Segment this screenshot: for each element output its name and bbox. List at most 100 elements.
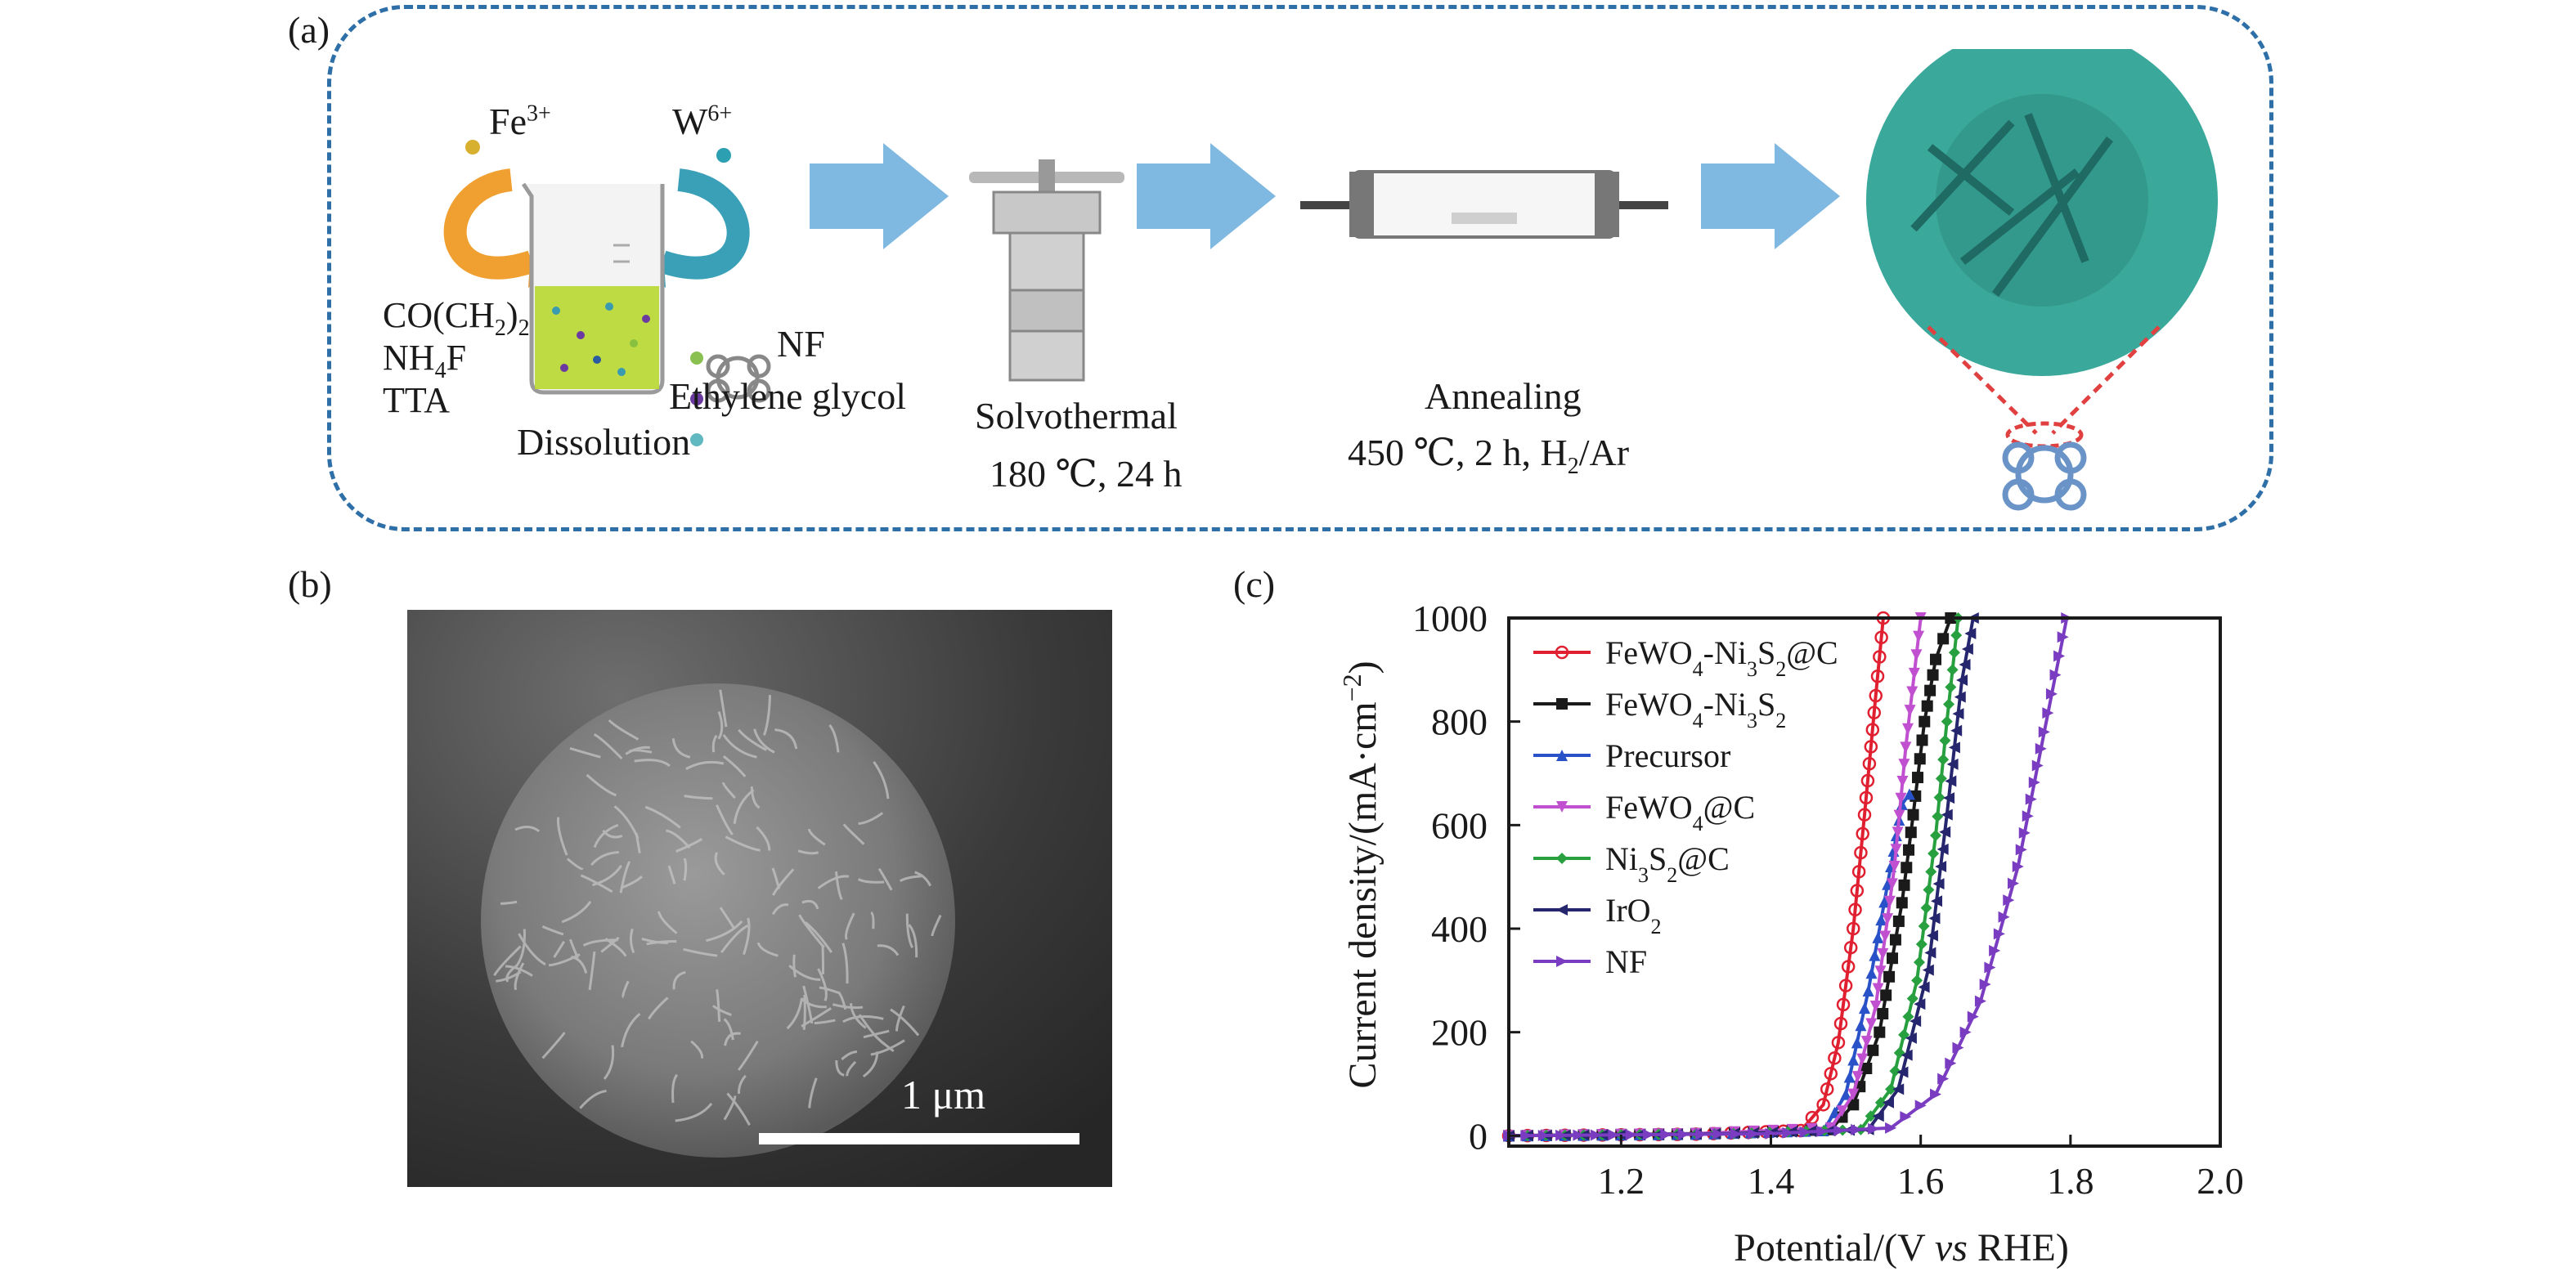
data-point [1886,878,1898,890]
product-sphere-icon [1866,49,2218,511]
legend-label: NF [1605,943,1647,980]
data-point [2008,877,2020,889]
data-point [1924,684,1936,696]
data-point [1877,1008,1889,1020]
teal-curved-arrow [658,168,750,280]
legend-marker [1556,904,1568,916]
data-point [1870,670,1885,683]
legend-label: FeWO4-Ni3S2 [1605,686,1786,732]
data-point [1921,700,1933,712]
data-point [1877,947,1889,960]
data-point [1874,965,1887,978]
data-point [1932,878,1945,890]
data-point [1924,947,1936,959]
data-point [1888,861,1901,872]
data-point [1873,650,1887,664]
data-point [1937,754,1950,766]
legend-item: FeWO4-Ni3S2@C [1533,634,1838,681]
data-point [1847,1088,1860,1100]
data-point [1950,724,1963,737]
legend-item: IrO2 [1533,892,1662,938]
data-point [1903,788,1915,800]
data-point [1896,1066,1909,1078]
data-point [1883,970,1896,983]
data-point [1900,1111,1912,1123]
data-point [1882,913,1894,925]
data-point [1872,931,1884,943]
data-point [1952,708,1964,720]
plot-area [1501,611,2073,1143]
data-point [1856,1053,1869,1065]
data-point [1916,734,1928,746]
data-point [1998,911,2010,923]
y-tick-label: 0 [1469,1115,1488,1157]
data-point [1896,775,1909,787]
data-point [1590,1129,1602,1141]
data-point [1851,1037,1863,1049]
data-point [1887,952,1899,965]
chart-legend: FeWO4-Ni3S2@C FeWO4-Ni3S2PrecursorFeWO4@C… [1533,634,1838,980]
data-point [1695,1128,1708,1140]
data-point [1926,929,1938,942]
scale-bar-label: 1 μm [901,1072,986,1117]
data-point [1941,808,1953,821]
data-point [1851,1123,1863,1135]
data-point [1885,1083,1897,1095]
data-point [1847,1099,1860,1111]
data-point [1889,1065,1901,1077]
data-point [1874,1026,1886,1038]
data-point [1912,772,1924,784]
x-tick-label: 1.6 [1897,1160,1945,1202]
fe-ion-label: Fe3+ [489,101,551,142]
data-point [1799,1126,1811,1138]
data-point [1935,773,1947,785]
tube-furnace-icon [1300,170,1668,239]
data-point [1869,1001,1882,1012]
data-point [1895,792,1907,804]
substrate-label: NF [777,323,825,365]
data-point [1889,934,1901,946]
x-tick-label: 2.0 [2197,1160,2244,1202]
reagent2-dot [690,392,703,405]
process-arrow-2 [1137,143,1276,249]
data-point [1902,1010,1914,1023]
step2-conditions: 180 ℃, 24 h [990,453,1183,495]
step3-label: Annealing [1425,375,1582,417]
data-point [1872,1110,1884,1122]
legend-label: FeWO4@C [1605,789,1755,835]
data-point [1855,1019,1867,1032]
data-point [1933,791,1945,804]
data-point [1913,956,1925,969]
plot-frame [1507,616,2222,1148]
data-point [1919,715,1931,728]
data-point [1915,938,1928,950]
data-point [1928,848,1940,860]
data-point [1831,1036,1846,1050]
data-point [1862,756,1877,771]
fe-ion-dot [465,140,480,155]
data-point [1843,940,1858,955]
process-arrow-3 [1701,143,1840,249]
data-point [2022,810,2034,822]
legend-label: Ni3S2@C [1605,840,1730,887]
data-point [1862,985,1874,997]
data-point [1925,866,1937,878]
legend-item: FeWO4-Ni3S2 [1533,686,1786,732]
data-point [1869,688,1883,703]
data-point [1890,844,1902,856]
x-tick-label: 1.4 [1748,1160,1795,1202]
data-point [1939,826,1951,838]
data-point [1959,659,1971,670]
data-point [1892,1083,1905,1095]
x-axis-title: Potential/(V vs RHE) [1734,1226,2069,1270]
data-point [1954,691,1966,703]
data-point [1843,1071,1856,1083]
data-point [1864,740,1878,754]
data-point [1918,981,1930,993]
data-point [2028,777,2040,789]
data-point [1907,808,1919,821]
data-point [1859,791,1874,805]
step3-conditions: 450 ℃, 2 h, H2/Ar [1348,432,1630,480]
legend-label: Precursor [1605,737,1730,774]
panel-label-b: (b) [288,563,332,605]
